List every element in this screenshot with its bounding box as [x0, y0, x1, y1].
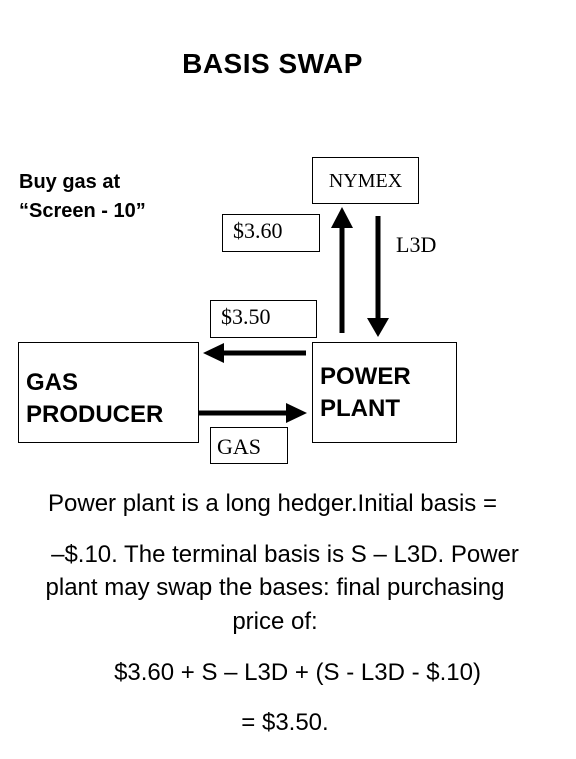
arrow-down-to-plant: [367, 216, 389, 337]
power-plant-line1: POWER: [320, 363, 411, 390]
nymex-box: NYMEX: [312, 157, 419, 204]
explanation-line2: –$.10. The terminal basis is S – L3D. Po…: [51, 541, 519, 568]
nymex-price-label: $3.60: [233, 218, 283, 243]
arrow-right-to-plant: [198, 403, 307, 423]
buy-gas-note-line1: Buy gas at: [19, 171, 121, 193]
explanation-line3: plant may swap the bases: final purchasi…: [45, 574, 505, 601]
gas-flow-box: GAS: [210, 427, 288, 464]
power-plant-line2: PLANT: [320, 395, 400, 422]
buy-gas-note: Buy gas at “Screen - 10”: [19, 168, 146, 226]
equation-line2: = $3.50.: [241, 709, 329, 736]
gas-producer-box: GAS PRODUCER: [18, 342, 199, 443]
power-plant-box: POWER PLANT: [312, 342, 457, 443]
nymex-label: NYMEX: [328, 170, 403, 192]
buy-gas-note-line2: “Screen - 10”: [19, 200, 146, 222]
producer-price-label: $3.50: [221, 304, 271, 329]
page-title: BASIS SWAP: [182, 48, 363, 79]
gas-producer-line1: GAS: [26, 369, 79, 396]
nymex-price-box: $3.60: [222, 214, 320, 252]
arrow-left-to-producer: [203, 343, 306, 363]
equation-line1: $3.60 + S – L3D + (S - L3D - $.10): [114, 659, 481, 686]
arrow-up-to-nymex: [331, 207, 353, 333]
explanation-line4: price of:: [232, 608, 318, 635]
gas-flow-label: GAS: [217, 434, 262, 459]
explanation-line1: Power plant is a long hedger.Initial bas…: [48, 490, 497, 517]
l3d-label: L3D: [396, 232, 437, 257]
gas-producer-line2: PRODUCER: [26, 401, 164, 428]
producer-price-box: $3.50: [210, 300, 317, 338]
